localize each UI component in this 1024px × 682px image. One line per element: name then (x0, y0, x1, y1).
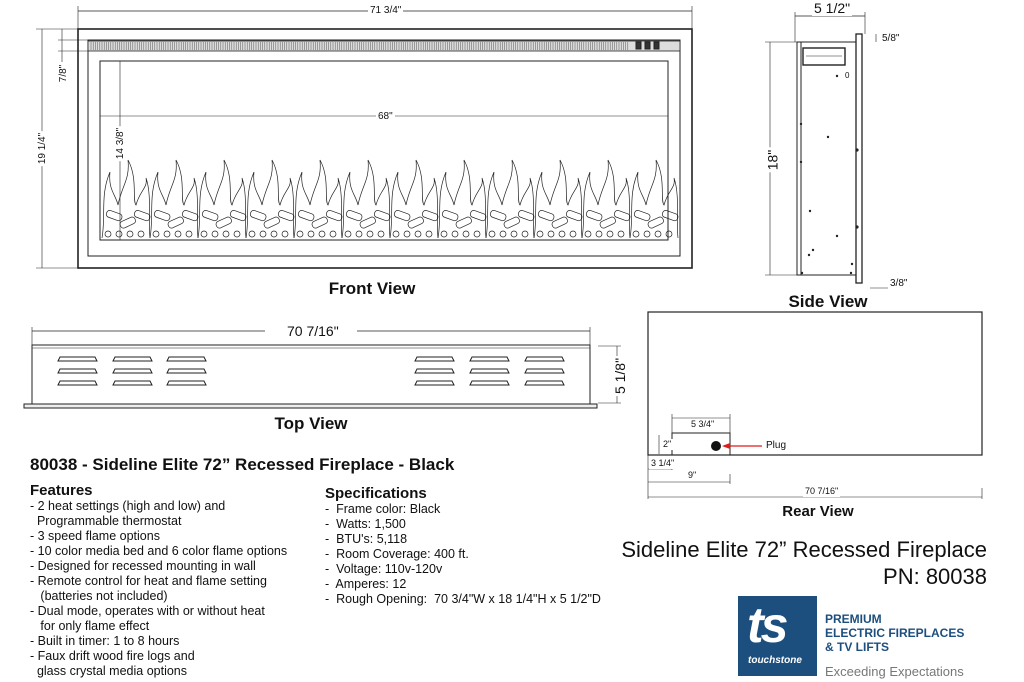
plug-label: Plug (764, 440, 789, 451)
specifications-list: - Frame color: Black- Watts: 1,500- BTU'… (325, 502, 601, 607)
feature-item: - 10 color media bed and 6 color flame o… (30, 544, 288, 558)
top-view-drawing (23, 327, 621, 409)
side-mark: 0 (845, 71, 850, 80)
product-title: 80038 - Sideline Elite 72” Recessed Fire… (30, 455, 455, 474)
rear-box-width-dim: 5 3/4" (689, 419, 717, 430)
feature-item: - Remote control for heat and flame sett… (30, 574, 267, 588)
features-list: - 2 heat settings (high and low) and Pro… (30, 499, 287, 679)
rear-box-height-dim: 2" (661, 439, 674, 450)
side-view-label: Side View (788, 292, 868, 311)
front-view-drawing (36, 6, 693, 269)
front-overall-width-dim: 71 3/4" (368, 5, 404, 16)
spec-item: - Frame color: Black (325, 502, 441, 516)
rear-overall-width-dim: 70 7/16" (803, 486, 841, 497)
feature-item: - Faux drift wood fire logs and (30, 649, 195, 663)
spec-item: - Watts: 1,500 (325, 517, 406, 531)
rear-plug-offset-dim: 9" (686, 470, 699, 481)
summary-product-name: Sideline Elite 72” Recessed Fireplace (621, 537, 987, 562)
spec-item: - Voltage: 110v-120v (325, 562, 443, 576)
side-height-dim: 18" (764, 147, 781, 173)
feature-item: Programmable thermostat (30, 514, 182, 528)
tagline-line: ELECTRIC FIREPLACES (825, 626, 965, 640)
features-heading: Features (30, 482, 93, 499)
feature-item: glass crystal media options (30, 664, 188, 678)
feature-item: - 2 heat settings (high and low) and (30, 499, 226, 513)
feature-item: - Dual mode, operates with or without he… (30, 604, 265, 618)
rear-view-label: Rear View (782, 503, 854, 520)
side-bottom-offset-dim: 3/8" (888, 278, 910, 289)
specifications-heading: Specifications (325, 485, 427, 502)
top-width-dim: 70 7/16" (285, 323, 341, 339)
spec-item: - BTU's: 5,118 (325, 532, 408, 546)
spec-item: - Rough Opening: 70 3/4"W x 18 1/4"H x 5… (325, 592, 601, 606)
logo-name: touchstone (748, 655, 802, 666)
side-top-offset-dim: 5/8" (880, 33, 902, 44)
front-viewing-width-dim: 68" (376, 111, 395, 122)
side-depth-dim: 5 1/2" (812, 0, 853, 16)
rear-left-offset-dim: 3 1/4" (649, 458, 677, 469)
front-overall-height-dim: 19 1/4" (37, 130, 49, 167)
logo-letters: ts (747, 597, 789, 653)
front-view-label: Front View (328, 279, 416, 298)
spec-item: - Amperes: 12 (325, 577, 407, 591)
front-top-trim-dim: 7/8" (58, 62, 70, 85)
brand-slogan: Exceeding Expectations (825, 664, 964, 679)
feature-item: - Designed for recessed mounting in wall (30, 559, 256, 573)
summary-part-number: PN: 80038 (883, 564, 987, 589)
touchstone-logo: ts touchstone (738, 596, 817, 676)
front-viewing-height-dim: 14 3/8" (115, 125, 127, 162)
tagline-line: & TV LIFTS (825, 640, 889, 654)
feature-item: for only flame effect (30, 619, 150, 633)
feature-item: - Built in timer: 1 to 8 hours (30, 634, 180, 648)
spec-item: - Room Coverage: 400 ft. (325, 547, 469, 561)
top-view-label: Top View (274, 414, 348, 433)
tagline-line: PREMIUM (825, 612, 882, 626)
feature-item: - 3 speed flame options (30, 529, 160, 543)
top-depth-dim: 5 1/8" (612, 355, 629, 397)
feature-item: (batteries not included) (30, 589, 168, 603)
side-view-drawing (765, 12, 888, 289)
brand-tagline: PREMIUM ELECTRIC FIREPLACES & TV LIFTS (825, 612, 964, 654)
